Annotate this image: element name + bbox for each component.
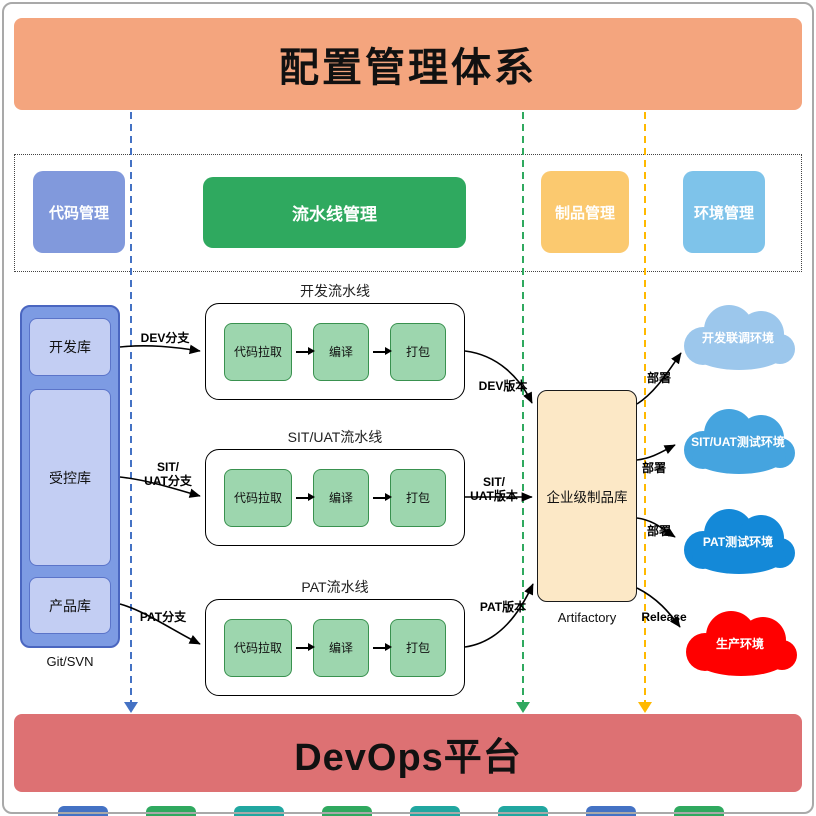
label-deploy-pat: 部署 [646, 524, 671, 538]
label-pat-version: PAT版本 [479, 600, 527, 614]
label-situat-branch: SIT/ UAT分支 [144, 460, 192, 489]
pipeline-step-compile: 编译 [313, 618, 369, 677]
badge-code-management: 代码管理 [33, 171, 125, 253]
badge-code-label: 代码管理 [48, 204, 109, 222]
diagram-title: 配置管理体系 [279, 46, 537, 90]
cutoff-box [234, 806, 284, 816]
cloud-icon [686, 611, 797, 676]
badge-pipeline-management: 流水线管理 [203, 177, 466, 248]
label-pat-branch: PAT分支 [139, 610, 187, 624]
cutoff-box [410, 806, 460, 816]
step-arrow-icon [373, 347, 392, 356]
env-label: 生产环境 [715, 636, 764, 651]
arrow-pat-version [464, 583, 534, 648]
product-repo-label: 产品库 [49, 597, 91, 614]
label-deploy-situat: 部署 [641, 461, 666, 475]
cutoff-box [146, 806, 196, 816]
step-arrow-icon [373, 643, 392, 652]
env-cloud-production: 生产环境 [675, 602, 805, 680]
pipeline-step-package: 打包 [390, 618, 446, 677]
pipeline-step-checkout: 代码拉取 [224, 618, 292, 677]
pipeline-step-compile: 编译 [313, 322, 369, 381]
step-arrow-icon [296, 493, 315, 502]
node-controlled-repo: 受控库 [29, 389, 111, 566]
badge-environment-label: 环境管理 [693, 204, 754, 222]
cutoff-box [498, 806, 548, 816]
cloud-icon [684, 305, 795, 370]
badge-artifact-management: 制品管理 [541, 171, 629, 253]
env-cloud-dev-integration: 开发联调环境 [673, 296, 803, 374]
cloud-icon [684, 509, 795, 574]
pipeline-step-checkout: 代码拉取 [224, 322, 292, 381]
devops-platform-title: DevOps平台 [294, 736, 522, 779]
badge-environment-management: 环境管理 [683, 171, 765, 253]
pipeline-step-compile: 编译 [313, 468, 369, 527]
artifactory-caption: Artifactory [557, 610, 617, 625]
label-release: Release [641, 610, 687, 624]
category-strip [14, 154, 802, 272]
env-label: SIT/UAT测试环境 [691, 434, 785, 449]
label-dev-branch: DEV分支 [140, 331, 190, 345]
git-svn-caption: Git/SVN [46, 654, 94, 669]
dev-repo-label: 开发库 [49, 339, 91, 355]
badge-pipeline-label: 流水线管理 [292, 205, 377, 224]
arrow-deploy-situat-env [636, 444, 676, 461]
env-cloud-pat-test: PAT测试环境 [673, 500, 803, 578]
step-arrow-icon [373, 493, 392, 502]
step-arrow-icon [296, 643, 315, 652]
env-label: PAT测试环境 [702, 534, 774, 549]
pipeline-step-package: 打包 [390, 322, 446, 381]
pipeline-dev-title: 开发流水线 [300, 283, 370, 299]
pipeline-pat-title: PAT流水线 [301, 579, 369, 595]
arrow-dev-version [464, 350, 533, 404]
badge-artifact-label: 制品管理 [554, 204, 615, 222]
top-banner: 配置管理体系 [14, 18, 802, 110]
pipeline-situat-box: 代码拉取 编译 打包 [205, 449, 465, 546]
node-dev-repo: 开发库 [29, 318, 111, 376]
pipeline-step-package: 打包 [390, 468, 446, 527]
label-deploy-dev: 部署 [646, 371, 671, 385]
env-cloud-situat-test: SIT/UAT测试环境 [673, 400, 803, 478]
cutoff-box [322, 806, 372, 816]
controlled-repo-label: 受控库 [49, 469, 91, 486]
cutoff-box [58, 806, 108, 816]
env-label: 开发联调环境 [701, 330, 774, 345]
dashed-line-artifact-arrowhead [638, 702, 652, 713]
cutoff-box [586, 806, 636, 816]
pipeline-dev-box: 代码拉取 编译 打包 [205, 303, 465, 400]
arrow-dev-branch [119, 344, 201, 355]
cloud-icon [684, 409, 795, 474]
artifact-repository-label: 企业级制品库 [546, 490, 628, 505]
label-dev-version: DEV版本 [478, 379, 528, 393]
node-product-repo: 产品库 [29, 577, 111, 634]
pipeline-step-checkout: 代码拉取 [224, 468, 292, 527]
step-arrow-icon [296, 347, 315, 356]
dashed-line-code-arrowhead [124, 702, 138, 713]
pipeline-pat-box: 代码拉取 编译 打包 [205, 599, 465, 696]
cutoff-box [674, 806, 724, 816]
dashed-line-pipeline-arrowhead [516, 702, 530, 713]
node-artifact-repository: 企业级制品库 [537, 390, 637, 602]
bottom-banner: DevOps平台 [14, 714, 802, 792]
pipeline-situat-title: SIT/UAT流水线 [287, 429, 383, 445]
label-situat-version: SIT/ UAT版本 [470, 475, 518, 504]
